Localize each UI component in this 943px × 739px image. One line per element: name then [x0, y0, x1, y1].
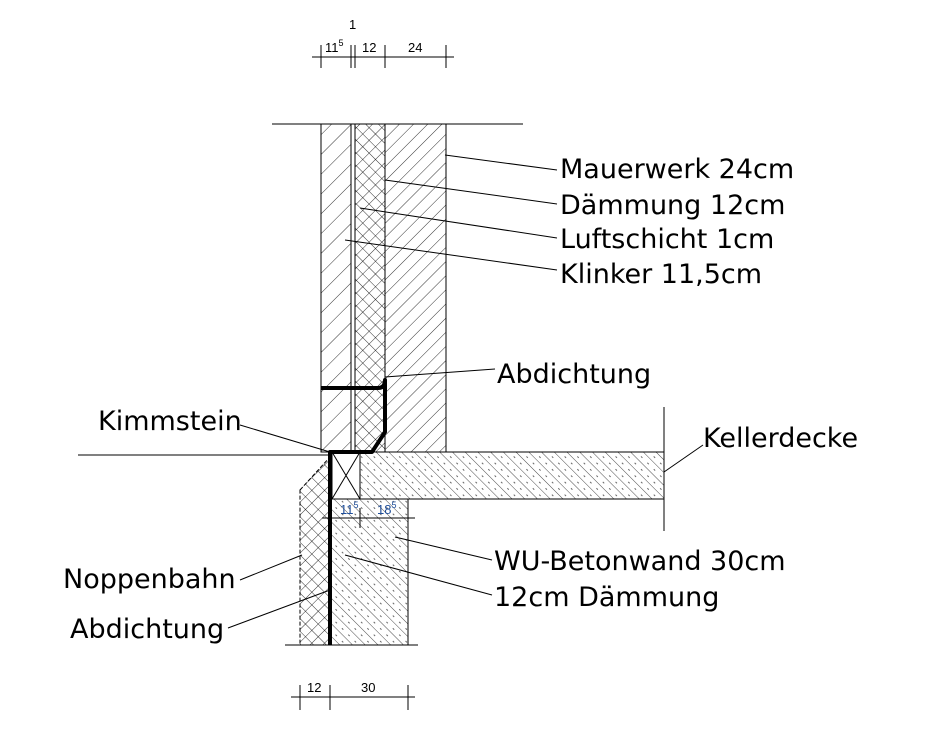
- insulation-layer: [354, 123, 386, 453]
- svg-text:12: 12: [307, 680, 321, 695]
- label-luftschicht: Luftschicht 1cm: [560, 224, 774, 255]
- svg-text:30: 30: [361, 680, 375, 695]
- wu-concrete-wall: [329, 498, 409, 646]
- basement-ceiling-slab: [359, 451, 665, 500]
- svg-text:12: 12: [362, 40, 376, 55]
- svg-text:115: 115: [340, 500, 359, 517]
- klinker-layer: [320, 123, 352, 453]
- perimeter-insulation: [299, 455, 331, 646]
- label-daemmung-bottom: 12cm Dämmung: [494, 582, 719, 613]
- label-noppenbahn: Noppenbahn: [63, 564, 236, 595]
- leader-lines: [227, 154, 704, 629]
- label-kimmstein: Kimmstein: [98, 406, 242, 437]
- label-abdichtung-top: Abdichtung: [497, 359, 651, 390]
- label-daemmung: Dämmung 12cm: [560, 190, 785, 221]
- inner-dimension-chain: 115 185: [322, 500, 415, 528]
- label-mauerwerk: Mauerwerk 24cm: [560, 154, 794, 185]
- svg-text:115: 115: [325, 38, 344, 55]
- air-gap-layer: [350, 123, 356, 453]
- waterproofing-line: [321, 378, 387, 645]
- svg-text:1: 1: [349, 17, 356, 32]
- label-wu-betonwand: WU-Betonwand 30cm: [494, 546, 786, 577]
- svg-text:24: 24: [408, 40, 422, 55]
- masonry-layer: [384, 123, 447, 453]
- label-kellerdecke: Kellerdecke: [703, 423, 858, 454]
- top-dimension-chain: 115 1 12 24: [312, 17, 454, 68]
- svg-text:185: 185: [377, 500, 396, 517]
- label-klinker: Klinker 11,5cm: [560, 259, 762, 290]
- bottom-dimension-chain: 12 30: [291, 680, 415, 710]
- label-abdichtung-bottom: Abdichtung: [70, 614, 224, 645]
